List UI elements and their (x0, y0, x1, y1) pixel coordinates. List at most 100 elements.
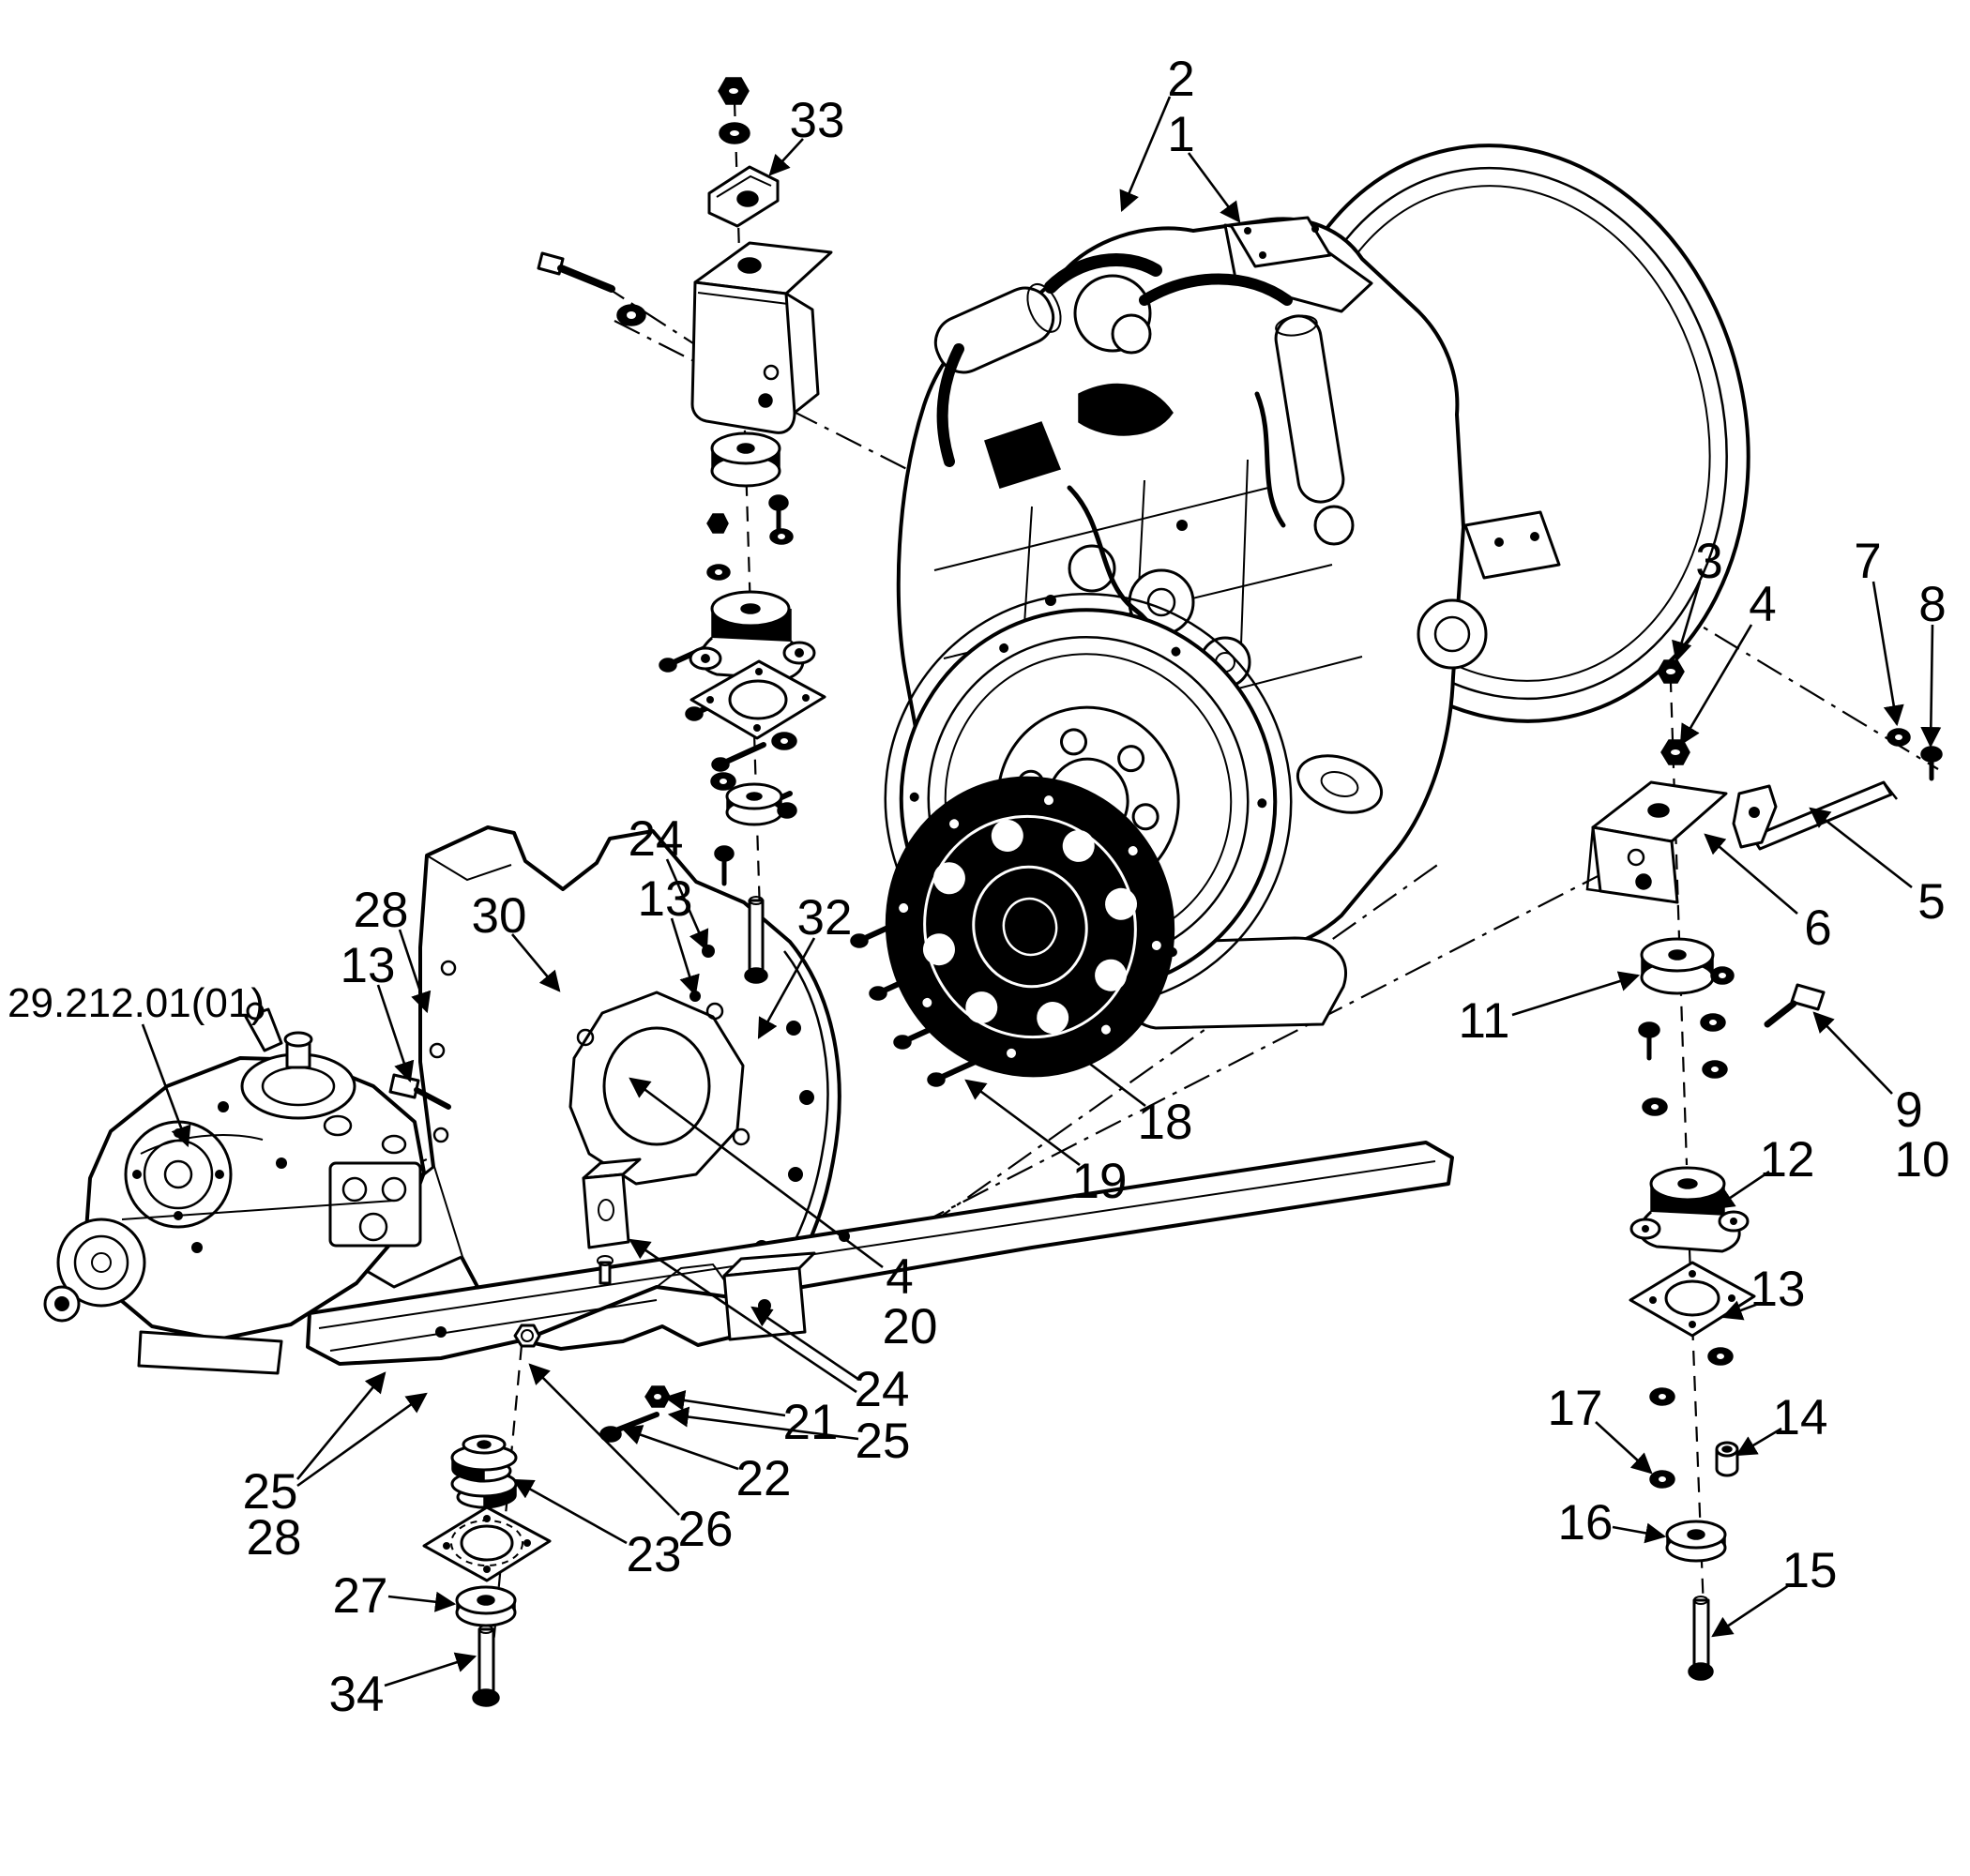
callout-8[interactable]: 8 (1918, 577, 1946, 632)
callout-17[interactable]: 17 (1548, 1381, 1603, 1436)
leader-line-2 (1119, 96, 1172, 213)
bolt-icon (893, 1020, 948, 1050)
upper-mount-stack (537, 77, 833, 984)
callout-6[interactable]: 6 (1804, 900, 1831, 956)
rubber-stack-mount (450, 1434, 518, 1509)
leader-line-26 (528, 1363, 680, 1516)
callout-14[interactable]: 14 (1773, 1390, 1828, 1445)
leader-line-7 (1872, 581, 1904, 727)
leader-line-30 (511, 933, 561, 992)
callout-19[interactable]: 19 (1072, 1154, 1128, 1209)
callout-24[interactable]: 24 (629, 811, 684, 867)
callout-34[interactable]: 34 (329, 1667, 385, 1722)
isolator-disc (1640, 937, 1715, 995)
bolt-icon (1764, 983, 1826, 1028)
leader-line-24 (629, 1238, 857, 1394)
callout-25[interactable]: 25 (243, 1464, 298, 1520)
callout-25[interactable]: 25 (856, 1414, 911, 1469)
engine-mount-isolator (1629, 1166, 1750, 1253)
callout-23[interactable]: 23 (627, 1527, 682, 1582)
leader-line-29.212.01(01) (141, 1023, 191, 1148)
leader-line-4 (1679, 624, 1753, 746)
isolator-disc (725, 782, 783, 826)
callout-26[interactable]: 26 (678, 1502, 734, 1557)
callout-10[interactable]: 10 (1895, 1132, 1950, 1188)
bolt-icon (850, 918, 905, 948)
leader-line-14 (1735, 1427, 1782, 1457)
leader-line-4 (629, 1077, 884, 1269)
callout-1[interactable]: 1 (1167, 107, 1194, 162)
washer-large (1665, 1520, 1727, 1563)
callout-27[interactable]: 27 (333, 1568, 388, 1624)
washer-large (455, 1585, 517, 1627)
leader-line-23 (512, 1478, 628, 1545)
bolt-icon (711, 742, 766, 772)
callout-16[interactable]: 16 (1558, 1495, 1614, 1551)
callout-2[interactable]: 2 (1167, 52, 1194, 107)
leader-line-6 (1704, 833, 1798, 915)
lower-mount-stack (388, 1073, 671, 1707)
air-cleaner (933, 283, 1062, 374)
nut-icon (706, 513, 729, 534)
hydraulic-pump-assembly (43, 1002, 426, 1375)
starter (1296, 754, 1384, 814)
leader-line-33 (768, 138, 804, 176)
callout-13[interactable]: 13 (341, 938, 396, 993)
leader-line-18 (1058, 1039, 1146, 1108)
leader-line-11 (1511, 971, 1641, 1017)
leader-line-13 (1720, 1300, 1762, 1321)
mount-plate (1629, 1261, 1756, 1338)
callout-28[interactable]: 28 (247, 1510, 302, 1566)
mount-plate (422, 1505, 552, 1582)
callout-3[interactable]: 3 (1695, 534, 1722, 589)
leader-line-25 (296, 1371, 386, 1480)
long-bolt (472, 1625, 500, 1707)
callout-33[interactable]: 33 (790, 93, 845, 148)
intake-pipe (1274, 314, 1345, 504)
right-mount-stack (1585, 659, 1943, 1681)
long-bolt (1688, 1596, 1714, 1681)
leader-line-17 (1595, 1421, 1653, 1475)
leader-line-1 (1187, 152, 1241, 223)
leader-line-27 (387, 1591, 457, 1612)
callout-7[interactable]: 7 (1854, 534, 1881, 589)
leader-line-15 (1711, 1583, 1790, 1638)
bolt-icon (927, 1057, 982, 1087)
standoff-brackets (582, 1157, 816, 1341)
bolt-icon (869, 971, 924, 1001)
leader-line-34 (384, 1652, 477, 1687)
long-bolt (744, 896, 768, 984)
torque-strap (1732, 780, 1898, 851)
callout-4[interactable]: 4 (1749, 577, 1776, 632)
callout-21[interactable]: 21 (783, 1395, 839, 1450)
callout-13[interactable]: 13 (638, 871, 693, 927)
leader-line-3 (1672, 581, 1702, 663)
callout-15[interactable]: 15 (1782, 1543, 1838, 1598)
leader-line-21 (663, 1390, 786, 1417)
callout-22[interactable]: 22 (736, 1451, 792, 1506)
callout-24[interactable]: 24 (855, 1362, 910, 1417)
mount-bracket (1585, 780, 1728, 904)
leader-line-19 (964, 1079, 1081, 1167)
callout-18[interactable]: 18 (1138, 1095, 1193, 1150)
engine-assembly (884, 144, 1750, 1030)
callout-30[interactable]: 30 (472, 888, 527, 944)
callout-5[interactable]: 5 (1917, 874, 1945, 930)
callout-9[interactable]: 9 (1895, 1082, 1922, 1138)
leader-line-32 (757, 937, 816, 1039)
leader-line-8 (1920, 624, 1942, 749)
callout-32[interactable]: 32 (797, 890, 853, 946)
callout-11[interactable]: 11 (1458, 993, 1509, 1049)
leader-line-12 (1713, 1170, 1770, 1210)
figure-reference[interactable]: 29.212.01(01) (8, 980, 265, 1026)
callout-13[interactable]: 13 (1750, 1262, 1806, 1317)
callout-28[interactable]: 28 (354, 883, 409, 938)
leader-line-9 (1812, 1011, 1893, 1095)
callout-4[interactable]: 4 (886, 1249, 913, 1305)
oil-filter (1417, 598, 1488, 670)
callout-20[interactable]: 20 (883, 1299, 938, 1354)
callout-12[interactable]: 12 (1760, 1132, 1815, 1188)
leader-line-16 (1612, 1522, 1667, 1544)
